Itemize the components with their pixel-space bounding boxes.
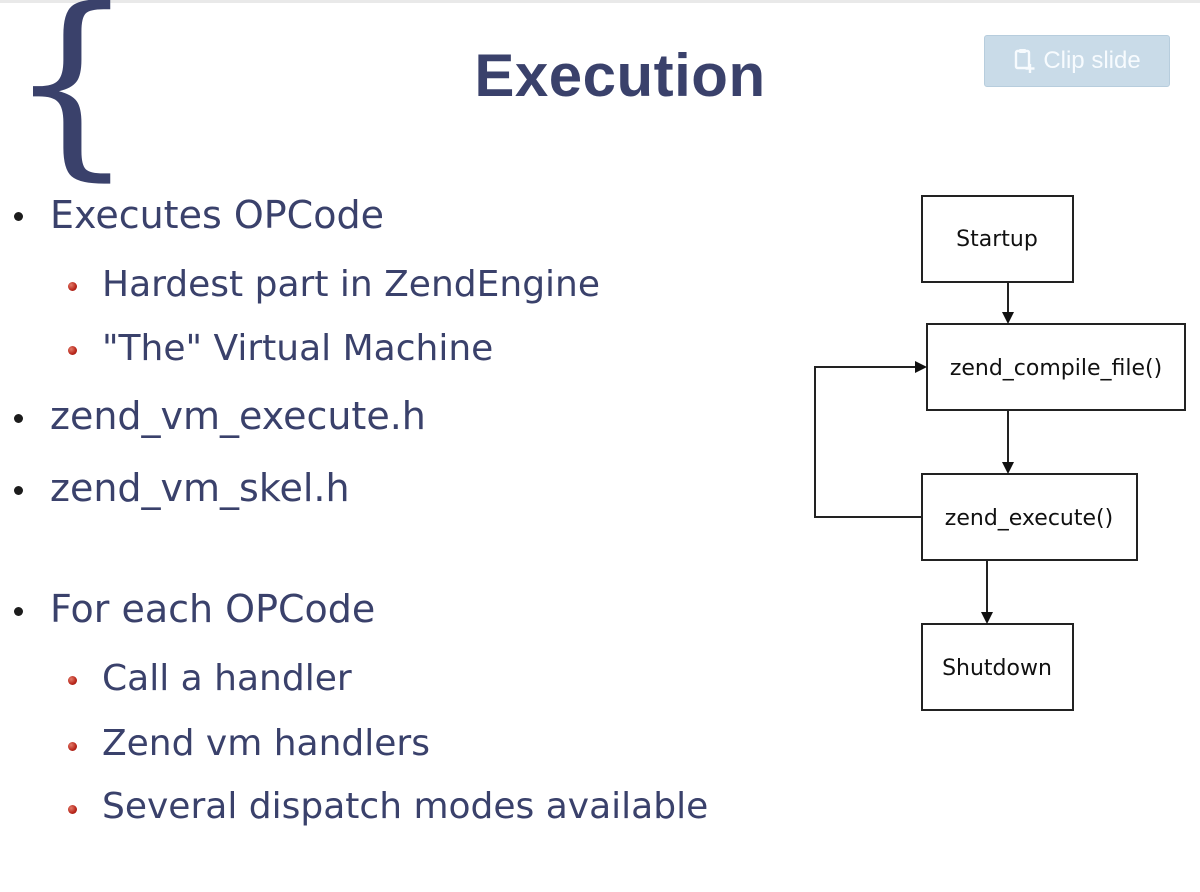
sub-bullet-item: "The" Virtual Machine — [102, 328, 494, 369]
bullet-dot — [14, 486, 23, 495]
bullet-dot — [14, 414, 23, 423]
sub-bullet-item: Several dispatch modes available — [102, 786, 709, 827]
bullet-item: For each OPCode — [50, 587, 376, 631]
sub-bullet-dot — [68, 676, 77, 685]
sub-bullet-item: Hardest part in ZendEngine — [102, 264, 601, 305]
sub-bullet-dot — [68, 805, 77, 814]
sub-bullet-dot — [68, 742, 77, 751]
sub-bullet-item: Call a handler — [102, 658, 352, 699]
brace-decoration: { — [8, 0, 136, 199]
clip-slide-button[interactable]: Clip slide — [984, 35, 1170, 87]
top-rule — [0, 0, 1200, 3]
sub-bullet-dot — [68, 282, 77, 291]
bullet-dot — [14, 607, 23, 616]
bullet-item: zend_vm_execute.h — [50, 394, 426, 438]
clip-icon — [1013, 48, 1035, 74]
slide-title: Execution — [474, 42, 766, 109]
bullet-item: Executes OPCode — [50, 193, 384, 237]
bullet-item: zend_vm_skel.h — [50, 466, 350, 510]
bullet-dot — [14, 212, 23, 221]
sub-bullet-item: Zend vm handlers — [102, 723, 430, 764]
clip-slide-label: Clip slide — [1043, 47, 1141, 74]
sub-bullet-dot — [68, 346, 77, 355]
